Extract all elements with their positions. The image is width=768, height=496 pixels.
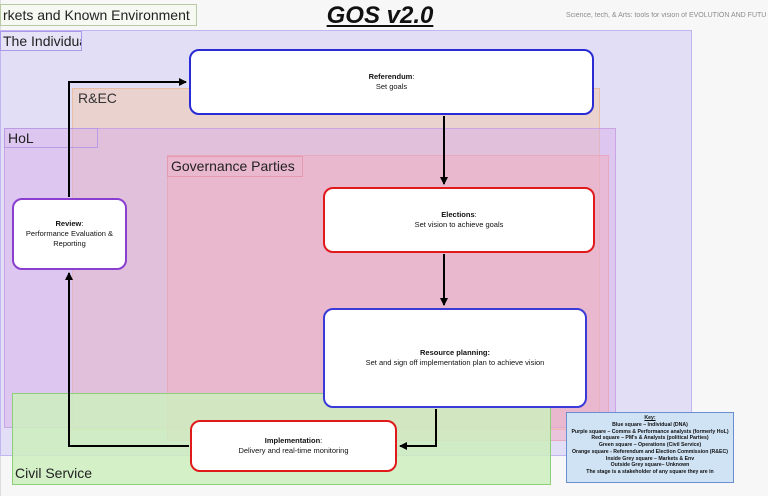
diagram-caption: Science, tech, & Arts: tools for vision … xyxy=(566,12,767,19)
diagram-key: Key: Blue square – Individual (DNA) Purp… xyxy=(566,412,734,483)
arrow-resource-to-implementation xyxy=(399,409,437,450)
review-node[interactable]: Review: Performance Evaluation & Reporti… xyxy=(12,198,127,270)
elections-desc: Set vision to achieve goals xyxy=(414,220,504,229)
key-title: Key: xyxy=(644,415,656,421)
elections-node[interactable]: Elections: Set vision to achieve goals xyxy=(323,187,595,253)
referendum-node[interactable]: Referendum: Set goals xyxy=(189,49,594,115)
arrow-review-to-referendum xyxy=(68,78,187,197)
key-line: The stage is a stakeholder of any square… xyxy=(586,469,714,475)
key-line: Outside Grey square– Unknown xyxy=(610,462,690,469)
governance-region-label: Governance Parties xyxy=(167,156,303,177)
key-line: Inside Grey square – Markets & Env xyxy=(605,455,695,462)
elections-label: Elections xyxy=(441,210,475,220)
rec-region-label: R&EC xyxy=(78,90,117,106)
resource-planning-node[interactable]: Resource planning: Set and sign off impl… xyxy=(323,308,587,408)
key-line: Green square – Operations (Civil Service… xyxy=(598,442,702,448)
key-line: Orange square - Referendum and Election … xyxy=(572,448,728,455)
civil-service-region-label: Civil Service xyxy=(15,465,93,481)
key-line: Purple square – Comms & Performance anal… xyxy=(571,428,729,435)
arrow-implementation-to-review xyxy=(65,272,189,447)
diagram-title: GOS v2.0 xyxy=(326,2,434,29)
review-label: Review xyxy=(55,219,82,229)
review-desc: Performance Evaluation & Reporting xyxy=(25,229,114,248)
hol-region-label: HoL xyxy=(4,128,98,148)
resource-planning-label: Resource planning: xyxy=(419,348,490,358)
key-line: Red square – PM's & Analysts (political … xyxy=(591,435,709,442)
referendum-desc: Set goals xyxy=(375,82,408,91)
individual-region-label: The Individual xyxy=(0,31,82,51)
implementation-label: Implementation xyxy=(264,436,321,446)
implementation-node[interactable]: Implementation: Delivery and real-time m… xyxy=(190,420,397,472)
referendum-label: Referendum xyxy=(368,72,413,82)
implementation-desc: Delivery and real-time monitoring xyxy=(238,446,349,455)
markets-region-label: rkets and Known Environment xyxy=(0,4,197,26)
key-line: Blue square – Individual (DNA) xyxy=(612,421,688,428)
resource-planning-desc: Set and sign off implementation plan to … xyxy=(365,358,545,367)
